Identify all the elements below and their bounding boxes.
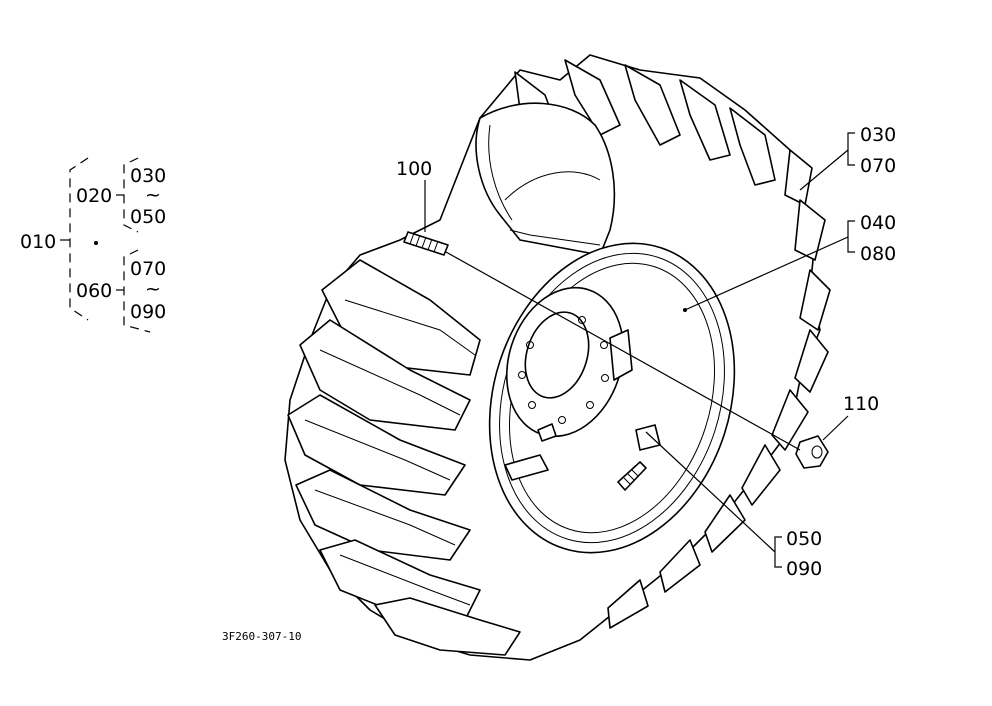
callout-030: 030	[860, 124, 896, 146]
valve-stem	[617, 461, 647, 491]
callout-050: 050	[786, 528, 822, 550]
callout-070: 070	[860, 155, 896, 177]
tree-group-020: 020	[76, 185, 112, 207]
tree-group-060: 060	[76, 280, 112, 302]
bolt-holes	[518, 316, 609, 424]
leader-lines	[424, 132, 855, 568]
assembly-tree: 010 020 030 ~ 050 060 070 ~ 090	[20, 157, 166, 333]
callout-090: 090	[786, 558, 822, 580]
tree-060-tilde: ~	[145, 278, 161, 300]
tree-020-to: 050	[130, 206, 166, 228]
callout-040: 040	[860, 212, 896, 234]
callout-080: 080	[860, 243, 896, 265]
tire-lugs-left	[287, 259, 521, 656]
callout-labels: 100 030 070 040 080 110 050 090	[396, 124, 896, 580]
tree-020-tilde: ~	[145, 184, 161, 206]
rim-brackets	[504, 329, 661, 481]
tire-tread-right	[607, 149, 831, 629]
assembly-axis-line	[445, 251, 801, 451]
tree-060-to: 090	[130, 301, 166, 323]
hub-bore	[524, 311, 590, 399]
callout-110: 110	[843, 393, 879, 415]
callout-100: 100	[396, 158, 432, 180]
figure-code: 3F260-307-10	[222, 630, 301, 643]
tree-020-from: 030	[130, 165, 166, 187]
tree-root-010: 010	[20, 231, 56, 253]
stud-bolt	[403, 231, 449, 256]
wheel-rim	[488, 242, 736, 554]
wheel-nut	[795, 435, 829, 469]
tree-060-from: 070	[130, 258, 166, 280]
